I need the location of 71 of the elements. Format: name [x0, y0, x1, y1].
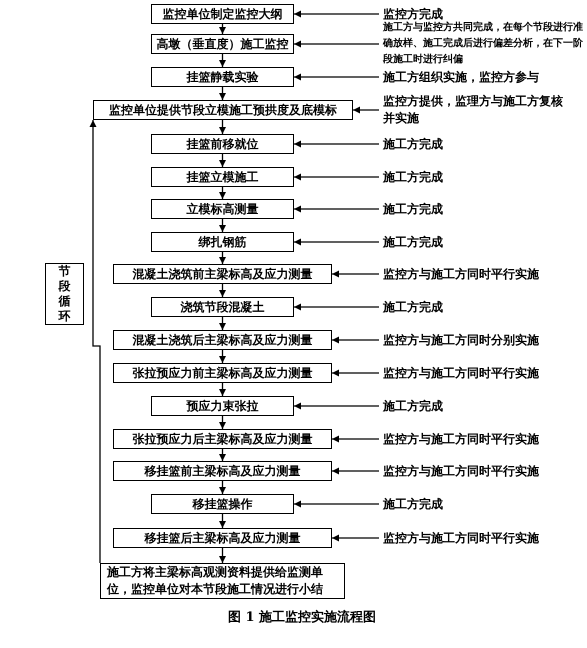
process-box: 监控单位制定监控大纲 — [151, 4, 294, 24]
responsibility-note: 施工方组织实施，监控方参与 — [383, 67, 583, 87]
arrow — [294, 206, 379, 212]
process-box: 张拉预应力后主梁标高及应力测量 — [113, 429, 332, 449]
arrow — [219, 514, 226, 528]
responsibility-note: 监控方与施工方同时平行实施 — [383, 429, 583, 449]
arrow — [219, 350, 226, 363]
arrow — [219, 154, 226, 167]
responsibility-note: 施工方完成 — [383, 494, 583, 514]
arrow — [219, 219, 226, 232]
process-box: 预应力束张拉 — [151, 396, 294, 416]
process-box: 移挂篮前主梁标高及应力测量 — [113, 461, 332, 481]
responsibility-note: 监控方与施工方同时分别实施 — [383, 330, 583, 350]
responsibility-note: 监控方与施工方同时平行实施 — [383, 461, 583, 481]
responsibility-note: 施工方完成 — [383, 134, 583, 154]
process-box: 绑扎钢筋 — [151, 232, 294, 252]
loop-label-box: 节段循环 — [45, 263, 84, 325]
arrow — [294, 10, 379, 18]
arrow — [332, 336, 379, 344]
arrow — [294, 500, 379, 508]
process-box: 浇筑节段混凝土 — [151, 297, 294, 317]
arrow — [219, 449, 226, 461]
responsibility-note: 施工方完成 — [383, 396, 583, 416]
process-box: 移挂篮操作 — [151, 494, 294, 514]
arrow — [219, 317, 226, 330]
arrow — [332, 468, 379, 474]
arrow — [332, 436, 379, 442]
caption: 图 1 施工监控实施流程图 — [228, 608, 376, 626]
arrow — [90, 120, 101, 563]
arrow — [219, 87, 226, 100]
responsibility-note: 监控方与施工方同时平行实施 — [383, 363, 583, 383]
arrow — [219, 54, 226, 67]
arrow — [219, 120, 226, 134]
responsibility-note: 施工方完成 — [383, 167, 583, 187]
process-box: 立模标高测量 — [151, 199, 294, 219]
arrow — [294, 74, 379, 80]
process-box: 混凝土浇筑后主梁标高及应力测量 — [113, 330, 332, 350]
process-box: 高墩（垂直度）施工监控 — [151, 34, 294, 54]
arrow — [332, 370, 379, 376]
arrow — [219, 481, 226, 494]
arrow — [294, 402, 379, 410]
arrow — [219, 187, 226, 199]
process-box: 挂篮静载实验 — [151, 67, 294, 87]
process-box: 监控单位提供节段立模施工预拱度及底模标 — [93, 100, 353, 120]
process-box: 移挂篮后主梁标高及应力测量 — [113, 528, 332, 548]
arrow — [219, 416, 226, 429]
arrow — [332, 270, 379, 278]
arrow — [294, 174, 379, 180]
arrow — [219, 252, 226, 264]
arrow — [294, 304, 379, 310]
arrow — [353, 106, 379, 114]
responsibility-note: 监控方与施工方同时平行实施 — [383, 264, 583, 284]
responsibility-note: 施工方完成 — [383, 297, 583, 317]
process-box: 施工方将主梁标高观测资料提供给监测单位，监控单位对本节段施工情况进行小结 — [100, 563, 345, 599]
responsibility-note: 施工方完成 — [383, 199, 583, 219]
arrow — [332, 534, 379, 542]
arrow — [219, 548, 226, 563]
responsibility-note: 施工方完成 — [383, 232, 583, 252]
arrow — [219, 383, 226, 396]
arrow — [219, 284, 226, 297]
responsibility-note: 监控方提供，监理方与施工方复核并实施 — [383, 92, 565, 128]
process-box: 挂篮立模施工 — [151, 167, 294, 187]
arrow — [294, 238, 379, 246]
responsibility-note: 监控方与施工方同时平行实施 — [383, 528, 583, 548]
arrow — [294, 140, 379, 148]
process-box: 混凝土浇筑前主梁标高及应力测量 — [113, 264, 332, 284]
arrow — [219, 24, 226, 34]
responsibility-note: 施工方与监控方共同完成，在每个节段进行准确放样、施工完成后进行偏差分析，在下一阶段施工时进行纠偏 — [383, 19, 583, 69]
arrow — [294, 40, 379, 48]
process-box: 张拉预应力前主梁标高及应力测量 — [113, 363, 332, 383]
process-box: 挂篮前移就位 — [151, 134, 294, 154]
